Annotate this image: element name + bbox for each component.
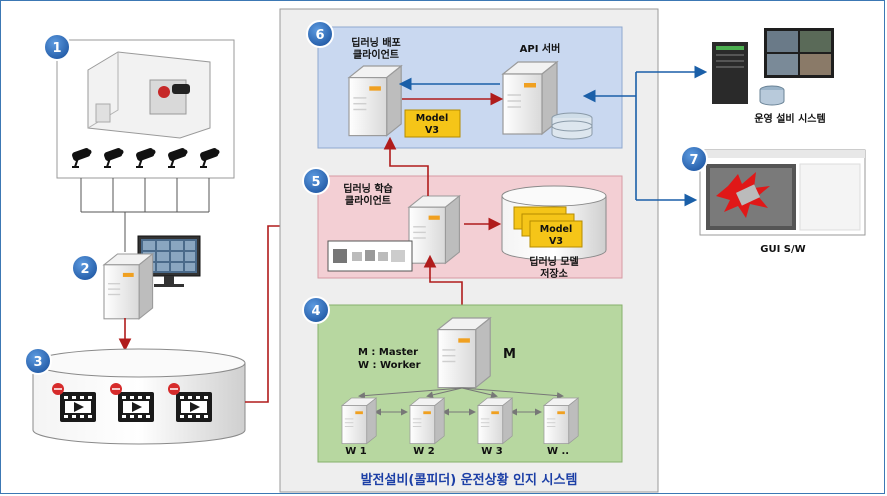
badge-number: 7	[689, 153, 698, 168]
step-badge-4	[302, 296, 330, 324]
badge-number: 6	[315, 28, 324, 43]
training-cluster-link	[423, 254, 469, 326]
training-client-title: 클라이언트	[345, 194, 391, 207]
training-client-title: 딥러닝 학습	[343, 182, 392, 195]
cluster-zone	[317, 304, 623, 463]
database-icon	[551, 112, 593, 140]
training-screenshot	[327, 240, 413, 272]
badge-number: 1	[52, 41, 61, 56]
deploy-model-version: V3	[425, 125, 439, 136]
store-model-version: V3	[549, 236, 563, 247]
model-store-cylinder	[501, 185, 607, 261]
gui-label: GUI S/W	[760, 244, 805, 255]
legend-worker: W : Worker	[358, 360, 421, 371]
deploy-client-title: 클라이언트	[353, 48, 399, 61]
master-node-label: M	[503, 347, 516, 362]
training-zone	[317, 175, 623, 279]
step-badge-5	[302, 167, 330, 195]
system-title: 발전설비(콜피더) 운전상황 인지 시스템	[361, 472, 578, 488]
worker-label: W 1	[345, 446, 367, 457]
step-badge-6	[306, 20, 334, 48]
deploy-model-box	[404, 109, 461, 138]
legend-master: M : Master	[358, 347, 418, 358]
model-store-label: 딥러닝 모델	[529, 255, 578, 268]
worker-label: W 3	[481, 446, 503, 457]
coal-feeder-illustration	[87, 51, 211, 139]
deploy-model-label: Model	[416, 113, 448, 124]
step-badge-1	[43, 33, 71, 61]
deploy-client-title: 딥러닝 배포	[351, 36, 400, 49]
badge-number: 5	[311, 175, 320, 190]
video-recorder-server	[103, 235, 201, 320]
step-badge-3	[24, 347, 52, 375]
step-badge-2	[71, 254, 99, 282]
video-storage-cylinder	[32, 348, 246, 445]
camera-facility-panel	[56, 39, 235, 179]
badge-number: 2	[80, 262, 89, 277]
badge-number: 3	[33, 355, 42, 370]
deploy-zone	[317, 26, 623, 149]
step-badge-7	[680, 145, 708, 173]
api-server-label: API 서버	[520, 42, 561, 55]
model-store-label: 저장소	[540, 267, 568, 280]
store-model-label: Model	[540, 224, 572, 235]
api-external-links	[582, 65, 708, 207]
ops-system-illustration	[712, 28, 834, 106]
worker-label: W ..	[547, 446, 569, 457]
worker-label: W 2	[413, 446, 435, 457]
ops-system-label: 운영 설비 시스템	[754, 112, 825, 125]
cluster-links	[358, 387, 564, 416]
badge-number: 4	[311, 304, 320, 319]
camera-wiring	[80, 178, 210, 252]
training-to-deploy-arrow	[383, 136, 429, 196]
gui-window	[699, 149, 866, 236]
